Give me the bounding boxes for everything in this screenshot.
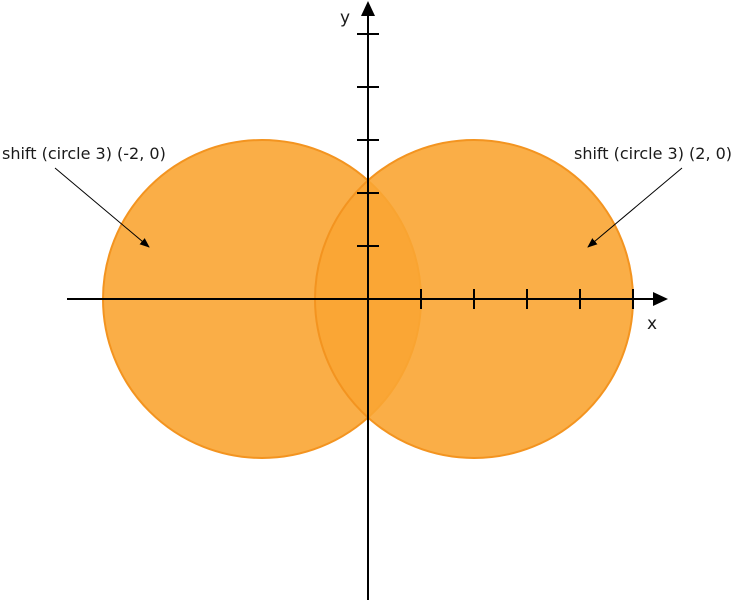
- x-axis-label: x: [647, 314, 657, 334]
- x-axis-arrow-icon: [653, 292, 668, 306]
- axes-layer: [67, 1, 668, 600]
- x-ticks: [420, 289, 634, 309]
- y-axis-label: y: [340, 8, 350, 28]
- annotation-left: shift (circle 3) (-2, 0): [2, 144, 166, 248]
- annotation-right: shift (circle 3) (2, 0): [574, 144, 732, 248]
- annotation-right-pointer: [587, 167, 683, 248]
- y-ticks: [357, 33, 379, 247]
- circle-right-label: shift (circle 3) (2, 0): [574, 144, 732, 163]
- circle-left-label: shift (circle 3) (-2, 0): [2, 144, 166, 163]
- y-axis-arrow-icon: [361, 1, 375, 16]
- annotation-left-pointer: [54, 167, 150, 248]
